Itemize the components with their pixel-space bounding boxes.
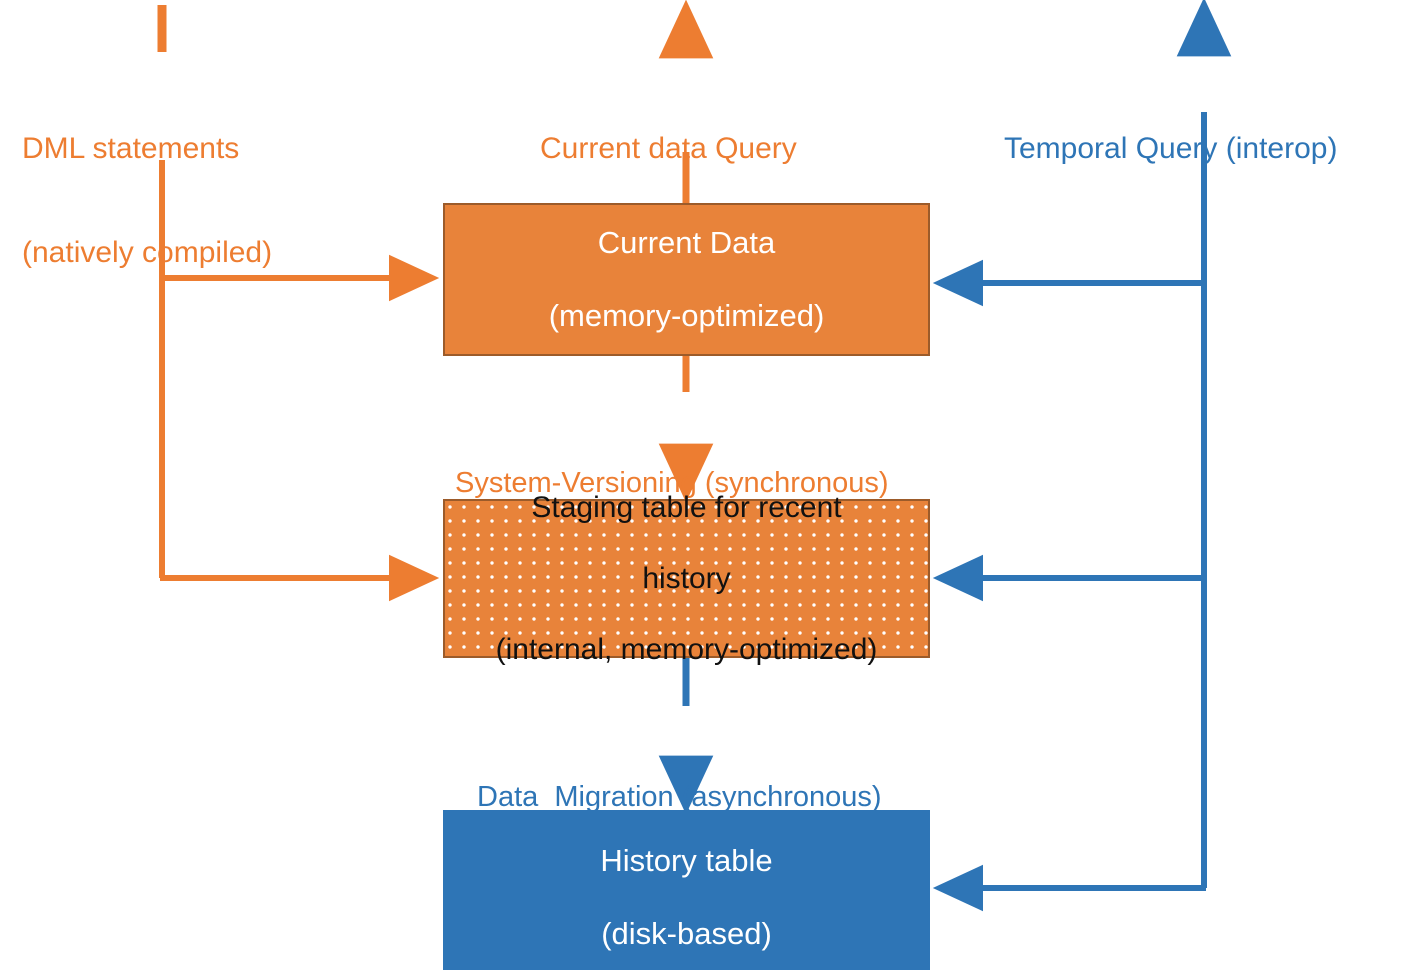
node-current-data-text: Current Data (memory-optimized) <box>445 188 928 371</box>
edge-label-system-versioning: System-Versioning (synchronous) <box>455 400 889 568</box>
edge-label-system-versioning-line1: System-Versioning (synchronous) <box>455 467 889 500</box>
edge-label-temporal-query-line1: Temporal Query (interop) <box>1004 131 1338 165</box>
node-current-data-line1: Current Data <box>597 224 776 260</box>
node-history-table: History table (disk-based) <box>443 810 930 970</box>
node-staging-table-line3: (internal, memory-optimized) <box>495 632 878 666</box>
node-staging-table-text: Staging table for recent history (intern… <box>445 455 928 703</box>
edge-label-data-migration-line1: Data Migration (asynchronous) <box>477 781 882 814</box>
node-staging-table: Staging table for recent history (intern… <box>443 491 930 666</box>
node-history-table-line1: History table <box>600 843 773 879</box>
node-history-table-line2: (disk-based) <box>601 916 772 952</box>
node-history-table-text: History table (disk-based) <box>443 807 930 970</box>
edge-label-dml-line2: (natively compiled) <box>22 235 273 269</box>
edge-label-temporal-query: Temporal Query (interop) <box>1004 62 1337 236</box>
edge-label-data-migration: Data Migration (asynchronous) <box>477 714 882 882</box>
edge-label-dml-line1: DML statements <box>22 131 240 165</box>
node-current-data-line2: (memory-optimized) <box>548 297 825 333</box>
edge-label-dml-statements: DML statements (natively compiled) <box>22 62 272 340</box>
node-staging-table-line1: Staging table for recent <box>531 491 842 525</box>
node-staging-table-line2: history <box>642 561 731 595</box>
node-current-data: Current Data (memory-optimized) <box>443 203 930 356</box>
edge-label-current-query-line1: Current data Query <box>540 131 797 165</box>
